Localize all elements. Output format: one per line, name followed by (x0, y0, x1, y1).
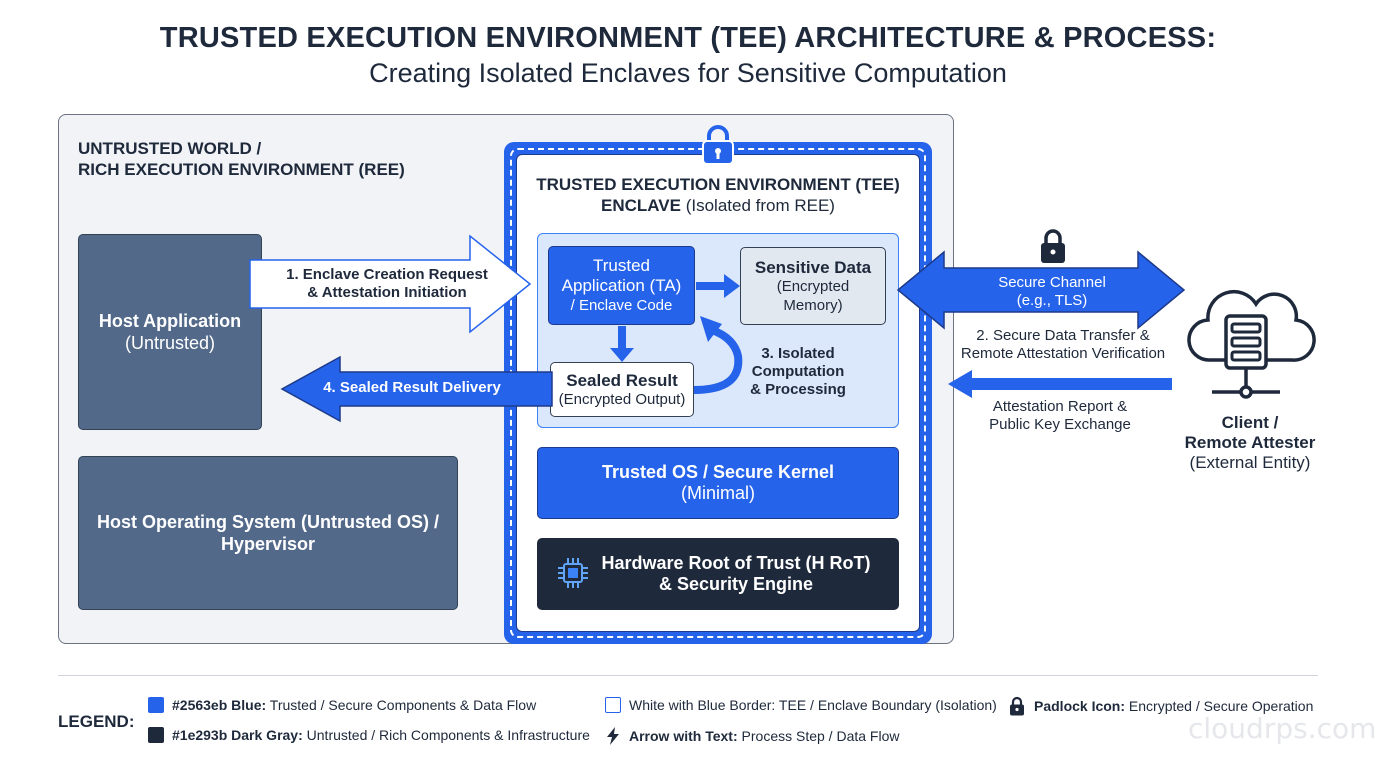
client-line2: Remote Attester (1184, 433, 1316, 452)
trusted-application-box: Trusted Application (TA) / Enclave Code (548, 246, 695, 325)
ta-line3: / Enclave Code (570, 296, 673, 314)
processing-loop-arrow (693, 326, 743, 394)
sealed-subtitle: (Encrypted Output) (558, 390, 686, 408)
client-line1: Client / (1221, 413, 1279, 432)
chip-icon (558, 558, 588, 588)
legend-item3-key: White with Blue Border: (629, 697, 776, 713)
ree-label-line1: UNTRUSTED WORLD / (78, 139, 262, 158)
step3-label: 3. Isolated Computation & Processing (748, 345, 848, 399)
watermark: cloudrps.com (1188, 712, 1376, 745)
cloud-server-icon (1187, 290, 1316, 399)
hrot-line1: Hardware Root of Trust (H RoT) (601, 553, 871, 573)
host-app-subtitle: (Untrusted) (124, 333, 216, 353)
boundary-swatch (605, 697, 621, 713)
trusted-os-title: Trusted OS / Secure Kernel (601, 462, 835, 482)
secure-channel-label: Secure Channel (e.g., TLS) (952, 274, 1152, 310)
legend-item2-text: Untrusted / Rich Components & Infrastruc… (302, 727, 590, 743)
ta-to-data-arrow (696, 274, 740, 298)
sensitive-line2: (Encrypted (776, 277, 850, 295)
client-line3: (External Entity) (1189, 453, 1311, 472)
legend-item-arrow: Arrow with Text: Process Step / Data Flo… (605, 727, 899, 745)
hrot-line2: & Security Engine (658, 574, 814, 594)
secure-channel-line2: (e.g., TLS) (1016, 292, 1088, 309)
legend-item-dark: #1e293b Dark Gray: Untrusted / Rich Comp… (148, 727, 590, 743)
attestation-line1: Attestation Report & (992, 398, 1128, 415)
page-subtitle: Creating Isolated Enclaves for Sensitive… (369, 58, 1007, 88)
client-label: Client / Remote Attester (External Entit… (1160, 413, 1340, 473)
hardware-root-of-trust-box: Hardware Root of Trust (H RoT) & Securit… (537, 538, 899, 610)
dark-gray-swatch (148, 727, 164, 743)
trusted-os-subtitle: (Minimal) (681, 483, 755, 503)
step2-line2: Remote Attestation Verification (960, 345, 1166, 362)
sensitive-line3: Memory) (783, 296, 843, 314)
ta-to-sealed-arrow (610, 326, 634, 362)
host-os-box: Host Operating System (Untrusted OS) / H… (78, 456, 458, 610)
sensitive-title: Sensitive Data (754, 257, 872, 277)
legend-title: LEGEND: (58, 712, 135, 731)
host-application-box: Host Application (Untrusted) (78, 234, 262, 430)
blue-swatch (148, 697, 164, 713)
ree-label-line2: RICH EXECUTION ENVIRONMENT (REE) (78, 160, 405, 179)
step3-line2: Computation (751, 363, 845, 380)
sealed-title: Sealed Result (566, 370, 678, 390)
legend-item-blue: #2563eb Blue: Trusted / Secure Component… (148, 697, 536, 713)
padlock-icon (702, 125, 734, 165)
ta-line1: Trusted (592, 255, 650, 275)
attestation-label: Attestation Report & Public Key Exchange (960, 398, 1160, 434)
sealed-result-box: Sealed Result (Encrypted Output) (550, 362, 694, 417)
tee-title-enclave: ENCLAVE (601, 196, 681, 215)
legend-divider (58, 675, 1318, 676)
host-app-title: Host Application (98, 311, 242, 331)
attestation-arrow (948, 370, 1172, 398)
secure-channel-arrow (896, 250, 1186, 330)
page-title: TRUSTED EXECUTION ENVIRONMENT (TEE) ARCH… (159, 22, 1217, 54)
tee-title-line1: TRUSTED EXECUTION ENVIRONMENT (TEE) (536, 175, 900, 194)
legend-item1-text: Trusted / Secure Components & Data Flow (266, 697, 537, 713)
legend-item-boundary: White with Blue Border: TEE / Enclave Bo… (605, 697, 997, 713)
host-os-line1: Host Operating System (Untrusted OS) / (96, 512, 440, 532)
step1-line2: & Attestation Initiation (307, 284, 467, 301)
padlock-icon (1010, 696, 1024, 716)
secure-channel-line1: Secure Channel (998, 274, 1106, 291)
legend-item-padlock: Padlock Icon: Encrypted / Secure Operati… (1008, 696, 1313, 716)
step2-label: 2. Secure Data Transfer & Remote Attesta… (940, 327, 1186, 363)
step2-line1: 2. Secure Data Transfer & (976, 327, 1150, 344)
step3-line3: & Processing (750, 381, 846, 398)
host-os-line2: Hypervisor (220, 534, 316, 554)
step1-arrow (249, 234, 532, 334)
step1-line1: 1. Enclave Creation Request (286, 266, 488, 283)
legend-item5-text: Encrypted / Secure Operation (1125, 698, 1314, 714)
lightning-icon (607, 727, 619, 745)
padlock-icon (1041, 229, 1065, 263)
legend-item4-key: Arrow with Text: (629, 728, 738, 744)
step3-line1: 3. Isolated (761, 345, 835, 362)
step4-label: 4. Sealed Result Delivery (323, 379, 501, 396)
legend-item3-text: TEE / Enclave Boundary (Isolation) (775, 697, 997, 713)
legend-item2-key: #1e293b Dark Gray: (172, 727, 303, 743)
legend-item1-key: #2563eb Blue: (172, 697, 267, 713)
ta-line2: Application (TA) (561, 275, 682, 295)
trusted-os-box: Trusted OS / Secure Kernel (Minimal) (537, 447, 899, 519)
legend-item5-key: Padlock Icon: (1034, 698, 1126, 714)
tee-title-isolated: (Isolated from REE) (680, 196, 835, 215)
sensitive-data-box: Sensitive Data (Encrypted Memory) (740, 247, 886, 325)
step1-label: 1. Enclave Creation Request & Attestatio… (262, 266, 512, 302)
attestation-line2: Public Key Exchange (989, 416, 1131, 433)
legend-item4-text: Process Step / Data Flow (737, 728, 900, 744)
tee-title: TRUSTED EXECUTION ENVIRONMENT (TEE) ENCL… (516, 174, 920, 216)
step4-arrow (280, 355, 553, 423)
ree-label: UNTRUSTED WORLD / RICH EXECUTION ENVIRON… (78, 138, 405, 180)
